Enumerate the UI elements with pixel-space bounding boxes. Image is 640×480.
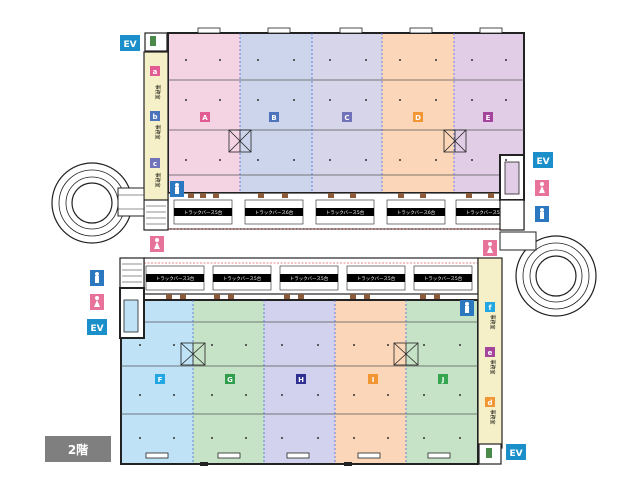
upper-berth-label-4: トラックバース6台 bbox=[397, 209, 436, 216]
lower-grid bbox=[121, 300, 478, 464]
zone-g-label: G bbox=[227, 376, 233, 384]
lower-lift-left bbox=[180, 342, 206, 366]
office-e-text: 事務室 bbox=[489, 359, 496, 374]
left-ramp bbox=[51, 162, 145, 244]
upper-lift-right bbox=[443, 129, 467, 153]
ev-label-1: EV bbox=[123, 40, 136, 50]
ev-label-3: EV bbox=[90, 324, 103, 334]
upper-left-offices: a 事務室 b 事務室 c 事務室 bbox=[150, 66, 161, 188]
zone-d-label: D bbox=[415, 114, 421, 122]
lower-berth-label-1: トラックバース3台 bbox=[156, 275, 195, 282]
lower-right-offices: f 事務室 e 事務室 d 事務室 bbox=[485, 302, 496, 425]
upper-berth-label-5: トラックバース5台 bbox=[466, 209, 505, 216]
lower-berths: トラックバース3台 トラックバース5台 トラックバース5台 トラックバース5台 … bbox=[145, 265, 473, 299]
zone-i-label: I bbox=[372, 376, 375, 384]
ev-badge-bottom-right: EV bbox=[506, 444, 526, 460]
floor-label: 2階 bbox=[68, 442, 88, 457]
zone-a-label: A bbox=[202, 114, 208, 122]
office-b-text: 事務室 bbox=[154, 124, 161, 139]
restroom-female-icon bbox=[483, 240, 497, 256]
office-f-text: 事務室 bbox=[489, 314, 496, 329]
office-d-text: 事務室 bbox=[489, 409, 496, 424]
upper-office-column bbox=[143, 51, 169, 203]
office-f-label: f bbox=[488, 304, 492, 312]
office-e-label: e bbox=[488, 349, 493, 357]
restroom-female-icon bbox=[150, 236, 164, 252]
upper-berth-label-1: トラックバース5台 bbox=[184, 209, 223, 216]
office-b-label: b bbox=[152, 113, 157, 121]
floor-badge: 2階 bbox=[45, 436, 111, 462]
office-d-label: d bbox=[487, 399, 492, 407]
lower-berth-label-3: トラックバース5台 bbox=[290, 275, 329, 282]
office-c-label: c bbox=[153, 160, 157, 168]
lower-berth-label-5: トラックバース5台 bbox=[424, 275, 463, 282]
upper-top-doors bbox=[197, 27, 503, 34]
office-c-text: 事務室 bbox=[154, 172, 161, 187]
zone-b-label: B bbox=[271, 114, 276, 122]
upper-left-stair bbox=[143, 199, 169, 231]
upper-berth-label-3: トラックバース5台 bbox=[326, 209, 365, 216]
upper-berth-label-2: トラックバース6台 bbox=[255, 209, 294, 216]
column-markers bbox=[139, 59, 507, 439]
lower-zone-badges: F G H I J bbox=[155, 374, 448, 384]
restroom-female-icon bbox=[535, 180, 549, 196]
restroom-male-icon bbox=[535, 206, 549, 222]
restroom-female-icon bbox=[90, 294, 104, 310]
zone-c-label: C bbox=[344, 114, 349, 122]
restroom-male-icon bbox=[170, 181, 184, 197]
upper-building: A B C D E bbox=[143, 27, 525, 231]
restroom-male-icon bbox=[90, 270, 104, 286]
lower-lift-right bbox=[393, 342, 419, 366]
lower-building: トラックバース3台 トラックバース5台 トラックバース5台 トラックバース5台 … bbox=[119, 257, 503, 466]
zone-e-label: E bbox=[486, 114, 491, 122]
ev-badge-top-left: EV bbox=[120, 35, 140, 51]
office-a-label: a bbox=[153, 68, 158, 76]
lower-berth-label-2: トラックバース5台 bbox=[223, 275, 262, 282]
ev-label-4: EV bbox=[509, 449, 522, 459]
ev-label-2: EV bbox=[536, 157, 549, 167]
upper-berths: トラックバース5台 トラックバース6台 トラックバース5台 トラックバース6台 … bbox=[173, 193, 515, 225]
ev-badge-right: EV bbox=[533, 152, 553, 168]
office-a-text: 事務室 bbox=[154, 84, 161, 99]
lower-berth-label-4: トラックバース5台 bbox=[357, 275, 396, 282]
lower-left-stair bbox=[119, 257, 145, 289]
zone-f-label: F bbox=[158, 376, 163, 384]
restroom-male-icon bbox=[460, 300, 474, 316]
zone-j-label: J bbox=[441, 376, 445, 384]
ev-badge-left: EV bbox=[87, 319, 107, 335]
lower-bottom-doors bbox=[145, 452, 451, 459]
upper-lift-left bbox=[228, 129, 252, 153]
zone-h-label: H bbox=[298, 376, 304, 384]
upper-zone-badges: A B C D E bbox=[200, 112, 493, 122]
right-ramp bbox=[499, 231, 597, 317]
